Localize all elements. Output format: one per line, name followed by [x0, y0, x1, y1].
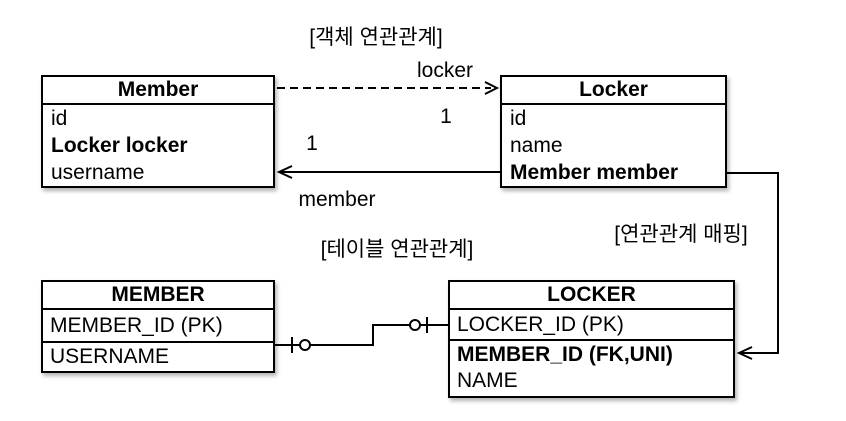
member-arrow-label: member — [298, 188, 376, 211]
locker-arrow-label: locker — [416, 59, 474, 82]
locker-class-title: Locker — [502, 77, 725, 105]
object-locker-dashed-arrow — [277, 81, 500, 95]
locker-class-box: Locker id name Member member — [500, 75, 727, 188]
locker-table-row-locker-id: LOCKER_ID (PK) — [450, 310, 733, 341]
locker-table-cell-fk: MEMBER_ID (FK,UNI) NAME — [450, 341, 733, 397]
member-table: MEMBER MEMBER_ID (PK) USERNAME — [41, 280, 275, 373]
member-field-locker: Locker locker — [51, 134, 188, 157]
arrowhead-left-icon — [276, 165, 293, 179]
cardinality-circle-icon — [409, 319, 421, 331]
locker-field-member: Member member — [510, 161, 679, 184]
cardinality-circle-icon — [299, 339, 311, 351]
mapping-title: [연관관계 매핑] — [614, 223, 748, 246]
object-member-solid-arrow — [276, 165, 500, 179]
object-section-title: [객체 연관관계] — [309, 26, 443, 49]
member-field-id: id — [51, 107, 68, 130]
member-field-username: username — [51, 161, 145, 184]
locker-field-name: name — [510, 134, 563, 157]
member-table-title: MEMBER — [43, 282, 273, 310]
locker-table-row-name: NAME — [457, 369, 518, 392]
member-table-row-username: USERNAME — [50, 345, 170, 368]
locker-table: LOCKER LOCKER_ID (PK) MEMBER_ID (FK,UNI)… — [448, 280, 735, 398]
member-class-body: id Locker locker username — [43, 105, 273, 186]
table-section-title: [테이블 연관관계] — [320, 238, 474, 261]
member-cardinality-label: 1 — [306, 132, 318, 155]
member-class-title: Member — [43, 77, 273, 105]
arrowhead-right-icon — [484, 81, 500, 95]
locker-field-id: id — [510, 107, 527, 130]
member-class-box: Member id Locker locker username — [41, 75, 275, 188]
arrowhead-left-icon — [736, 346, 753, 360]
member-table-row-member-id: MEMBER_ID (PK) — [43, 310, 273, 343]
locker-table-title: LOCKER — [450, 282, 733, 310]
table-relation-connector — [275, 317, 448, 353]
locker-cardinality-label: 1 — [440, 105, 452, 128]
locker-table-row-member-id-fk: MEMBER_ID (FK,UNI) — [457, 343, 673, 366]
locker-class-body: id name Member member — [502, 105, 725, 186]
